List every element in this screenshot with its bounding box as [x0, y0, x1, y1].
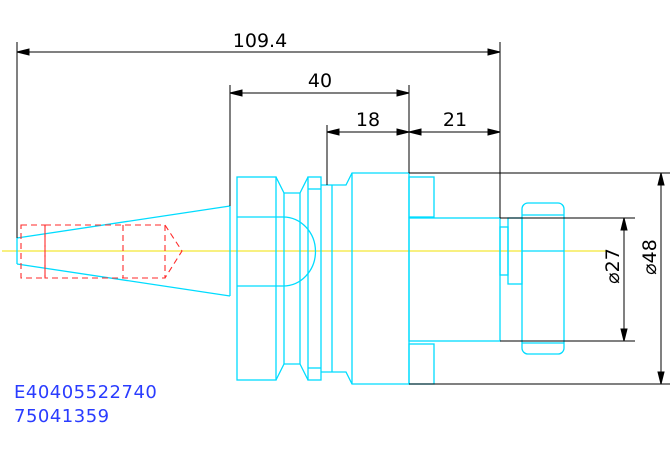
internal-thread: [20, 224, 183, 279]
dim-flange-length: 18: [356, 109, 380, 131]
dim-small-diameter: ⌀27: [602, 248, 624, 284]
tool-holder-outline: [16, 172, 565, 385]
dim-nose-length: 21: [443, 109, 467, 131]
dim-body-length: 40: [308, 70, 332, 92]
order-number: 75041359: [14, 406, 110, 427]
dimension-lines: [16, 42, 670, 385]
dim-overall-length: 109.4: [233, 30, 287, 52]
article-code: E40405522740: [14, 382, 158, 403]
dim-large-diameter: ⌀48: [639, 239, 661, 275]
